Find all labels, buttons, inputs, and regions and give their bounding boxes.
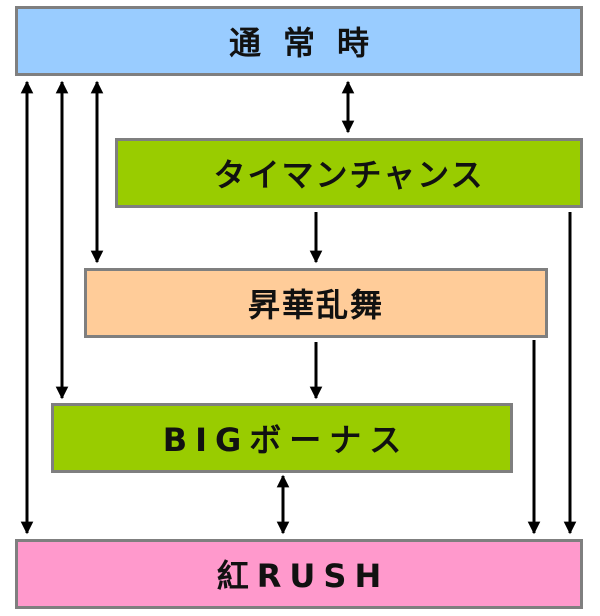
node-normal-label: 通常時 [228, 24, 391, 62]
node-big: BIGボーナス [51, 403, 513, 473]
node-shoka-label: 昇華乱舞 [247, 286, 384, 324]
node-normal: 通常時 [15, 6, 583, 76]
node-shoka: 昇華乱舞 [84, 268, 548, 338]
node-big-label: BIGボーナス [162, 421, 410, 459]
node-rush: 紅RUSH [15, 539, 583, 609]
node-taiman: タイマンチャンス [115, 138, 583, 208]
node-taiman-label: タイマンチャンス [213, 156, 485, 194]
node-rush-label: 紅RUSH [216, 557, 390, 595]
